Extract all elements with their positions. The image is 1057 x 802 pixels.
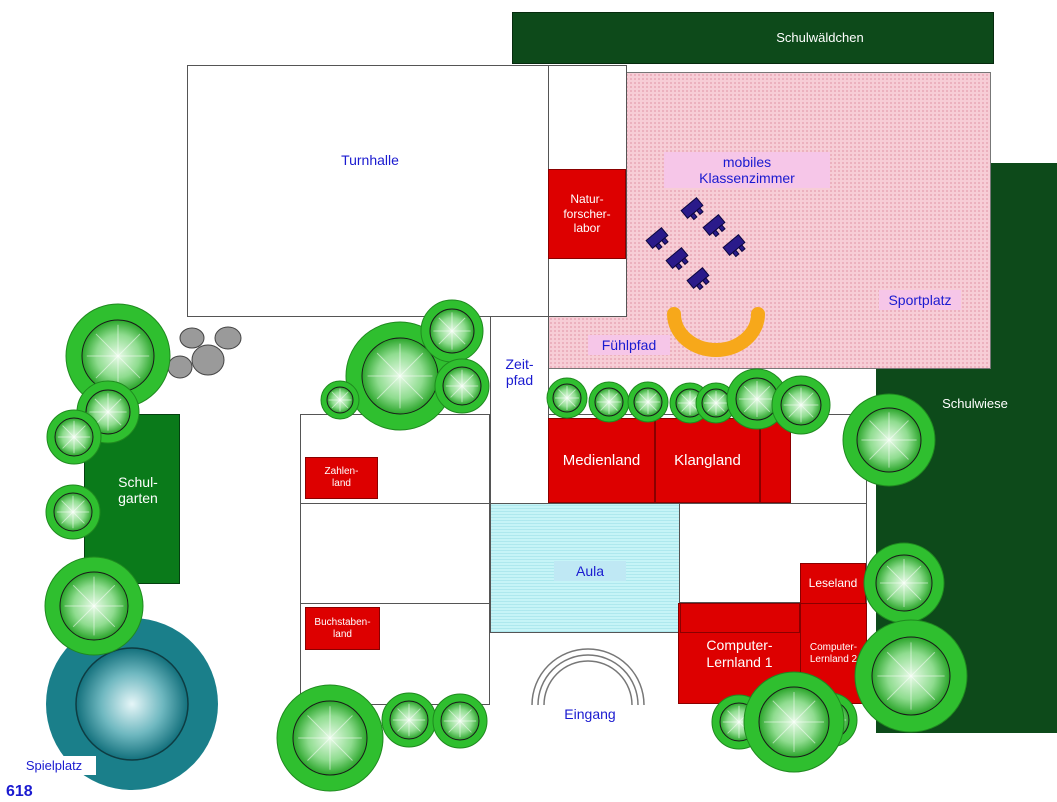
zeitpfad-label: Zeit- pfad <box>505 356 534 388</box>
tree-icon <box>743 671 845 773</box>
spielplatz-icon <box>46 618 218 790</box>
schulwaeldchen-area <box>512 12 994 64</box>
buchstabenland-room: Buchstaben- land <box>305 607 380 650</box>
spielplatz-label: Spielplatz <box>12 756 96 775</box>
zeitpfad-corridor <box>490 316 549 504</box>
tree-icon <box>46 409 102 465</box>
tree-icon <box>45 484 101 540</box>
tree-icon <box>588 381 630 423</box>
turnhalle-building <box>187 65 549 317</box>
tree-icon <box>771 375 831 435</box>
fuehlpfad-label: Fühlpfad <box>588 335 670 355</box>
schulwaeldchen-label: Schulwäldchen <box>776 30 864 45</box>
klangland-room: Klangland <box>655 418 760 503</box>
half-ring-icon <box>667 307 765 357</box>
tree-icon <box>863 542 945 624</box>
zahlenland-room: Zahlen- land <box>305 457 378 499</box>
desk-chair-icon <box>645 197 746 291</box>
rock-icon <box>167 326 242 379</box>
naturforscherlabor-room: Natur- forscher- labor <box>548 169 626 259</box>
tree-icon <box>726 368 788 430</box>
tree-icon <box>276 684 384 792</box>
tree-icon <box>432 693 488 749</box>
tree-icon <box>44 556 144 656</box>
schulgarten-label: Schul- garten <box>118 474 158 506</box>
schulwiese-label: Schulwiese <box>942 396 1008 411</box>
page-number: 618 <box>6 783 33 800</box>
tree-icon <box>434 358 490 414</box>
tree-icon <box>546 377 588 419</box>
tree-icon <box>420 299 484 363</box>
tree-icon <box>65 303 171 409</box>
entrance-arch-icon <box>531 648 645 706</box>
sportplatz-area <box>548 72 991 369</box>
tree-icon <box>854 619 968 733</box>
tree-icon <box>842 393 936 487</box>
tree-icon <box>345 321 455 431</box>
mobiles-klassenzimmer-label: mobiles Klassenzimmer <box>664 152 830 188</box>
sportplatz-label: Sportplatz <box>879 290 961 310</box>
tree-icon <box>44 299 968 792</box>
tree-icon <box>381 692 437 748</box>
turnhalle-label: Turnhalle <box>341 152 399 168</box>
eingang-label: Eingang <box>564 706 616 722</box>
tree-icon <box>627 381 669 423</box>
corridor-red <box>680 603 800 633</box>
aula-label: Aula <box>554 561 626 581</box>
tree-icon <box>320 380 360 420</box>
aula-hall <box>490 503 680 633</box>
